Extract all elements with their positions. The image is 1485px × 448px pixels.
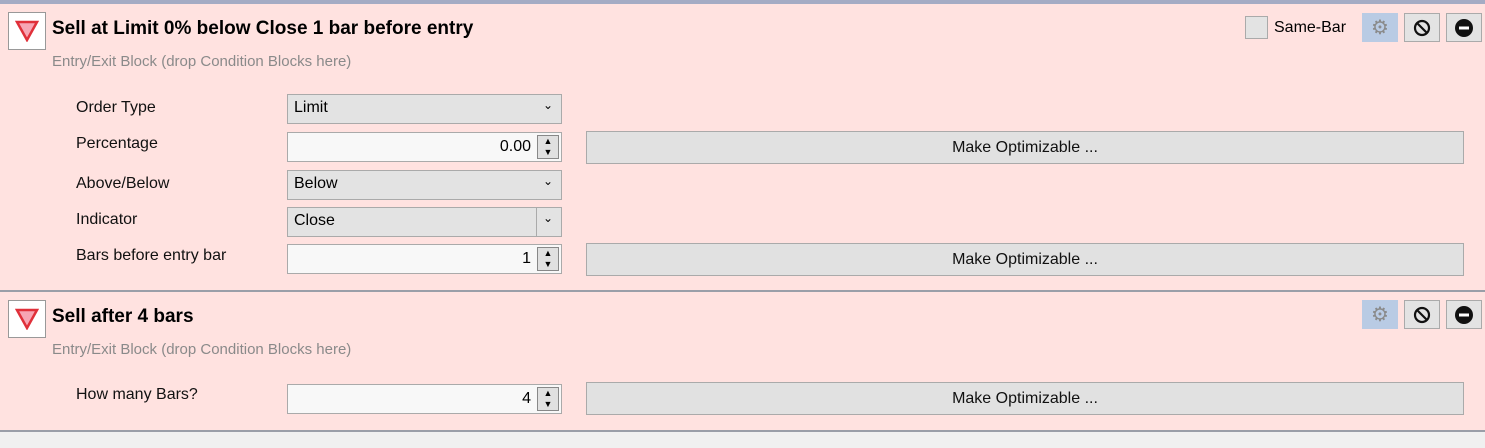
block-title: Sell at Limit 0% below Close 1 bar befor… <box>52 18 474 39</box>
same-bar-checkbox[interactable] <box>1245 16 1268 39</box>
indicator-label: Indicator <box>76 211 138 228</box>
spinner-icon[interactable]: ▲▼ <box>537 387 559 411</box>
order-type-select[interactable]: Limit ⌄ <box>287 94 562 124</box>
remove-button[interactable] <box>1446 13 1482 42</box>
chevron-down-icon: ⌄ <box>542 211 553 225</box>
gear-icon: ⚙ <box>1371 17 1389 39</box>
how-many-bars-input[interactable]: 4 ▲▼ <box>287 384 562 414</box>
block-subtitle: Entry/Exit Block (drop Condition Blocks … <box>52 53 352 70</box>
block-subtitle: Entry/Exit Block (drop Condition Blocks … <box>52 341 352 358</box>
sell-triangle-icon <box>8 12 46 50</box>
percentage-value: 0.00 <box>499 138 531 155</box>
remove-button[interactable] <box>1446 300 1482 329</box>
bars-before-input[interactable]: 1 ▲▼ <box>287 244 562 274</box>
above-below-value: Below <box>294 175 338 192</box>
spinner-icon[interactable]: ▲▼ <box>537 247 559 271</box>
percentage-label: Percentage <box>76 135 158 152</box>
sell-triangle-icon <box>8 300 46 338</box>
minus-circle-icon <box>1455 305 1473 324</box>
minus-circle-icon <box>1455 18 1473 37</box>
chevron-down-icon: ⌄ <box>542 98 553 112</box>
indicator-value: Close <box>294 212 335 229</box>
disable-button[interactable] <box>1404 13 1440 42</box>
how-many-bars-value: 4 <box>522 390 531 407</box>
how-many-bars-label: How many Bars? <box>76 386 198 403</box>
indicator-select[interactable]: Close ⌄ <box>287 207 562 237</box>
gear-icon: ⚙ <box>1371 304 1389 326</box>
above-below-label: Above/Below <box>76 175 170 192</box>
block-icon <box>1413 19 1431 36</box>
order-type-label: Order Type <box>76 99 156 116</box>
settings-button[interactable]: ⚙ <box>1362 300 1398 329</box>
disable-button[interactable] <box>1404 300 1440 329</box>
order-type-value: Limit <box>294 99 328 116</box>
same-bar-label: Same-Bar <box>1274 19 1347 36</box>
percentage-input[interactable]: 0.00 ▲▼ <box>287 132 562 162</box>
spinner-icon[interactable]: ▲▼ <box>537 135 559 159</box>
entry-exit-block-sell-after-bars[interactable]: Sell after 4 bars Entry/Exit Block (drop… <box>0 292 1485 432</box>
bars-before-value: 1 <box>522 250 531 267</box>
top-border <box>0 0 1485 4</box>
make-optimizable-button[interactable]: Make Optimizable ... <box>586 382 1464 415</box>
entry-exit-block-sell-limit[interactable]: Sell at Limit 0% below Close 1 bar befor… <box>0 4 1485 292</box>
block-icon <box>1413 306 1431 323</box>
bars-before-label: Bars before entry bar <box>76 247 227 264</box>
above-below-select[interactable]: Below ⌄ <box>287 170 562 200</box>
make-optimizable-button[interactable]: Make Optimizable ... <box>586 243 1464 276</box>
make-optimizable-button[interactable]: Make Optimizable ... <box>586 131 1464 164</box>
block-title: Sell after 4 bars <box>52 306 194 327</box>
settings-button[interactable]: ⚙ <box>1362 13 1398 42</box>
chevron-down-icon: ⌄ <box>542 174 553 188</box>
